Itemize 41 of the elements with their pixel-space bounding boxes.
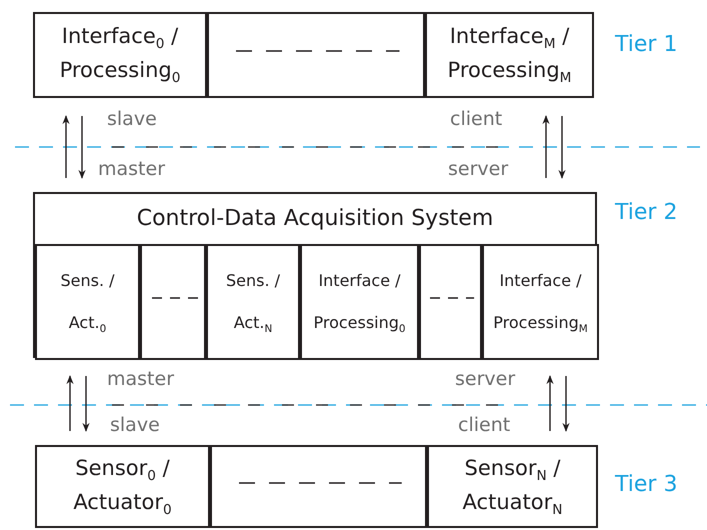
- component-label: Interface$_{M}$ / Processing$_{M}$: [446, 23, 572, 88]
- arrow: [546, 375, 554, 431]
- role-label: slave: [110, 414, 160, 436]
- component-box: [33, 12, 207, 98]
- role-label: master: [107, 368, 174, 390]
- arrow: [82, 376, 90, 432]
- arrow: [66, 375, 74, 431]
- arrow: [78, 116, 86, 179]
- arrow: [558, 116, 566, 179]
- placeholder-box: [419, 244, 482, 360]
- component-label: Sens. / Act.$_{0}$: [59, 270, 116, 338]
- component-box: [35, 445, 210, 528]
- component-box: [427, 445, 598, 528]
- role-label: client: [450, 108, 502, 130]
- component-label: Interface$_{0}$ / Processing$_{0}$: [58, 23, 182, 88]
- component-label: Sensor$_{N}$ / Actuator$_{N}$: [462, 454, 564, 520]
- component-box: [35, 244, 140, 360]
- role-label: server: [455, 368, 516, 390]
- role-label: master: [98, 158, 166, 180]
- component-label: Sens. / Act.$_{N}$: [224, 270, 282, 338]
- placeholder-box: [207, 12, 425, 98]
- component-label: Interface / Processing$_{0}$: [312, 270, 407, 338]
- component-label: Sensor$_{0}$ / Actuator$_{0}$: [72, 454, 173, 520]
- component-label: Interface / Processing$_{M}$: [492, 270, 589, 338]
- arrow: [542, 115, 550, 178]
- system-title: Control-Data Acquisition System: [136, 204, 494, 232]
- tier-label: Tier 3: [615, 472, 678, 497]
- component-box: [482, 244, 599, 360]
- component-box: [425, 12, 594, 98]
- system-box: [33, 192, 597, 358]
- tier-label: Tier 2: [615, 200, 678, 225]
- placeholder-box: [140, 244, 206, 360]
- arrow: [562, 376, 570, 432]
- component-box: [300, 244, 419, 360]
- placeholder-box: [210, 445, 427, 528]
- role-label: slave: [107, 108, 157, 130]
- arrow: [62, 115, 70, 178]
- role-label: client: [458, 414, 510, 436]
- component-box: [206, 244, 300, 360]
- role-label: server: [448, 158, 508, 180]
- tier-label: Tier 1: [615, 32, 678, 57]
